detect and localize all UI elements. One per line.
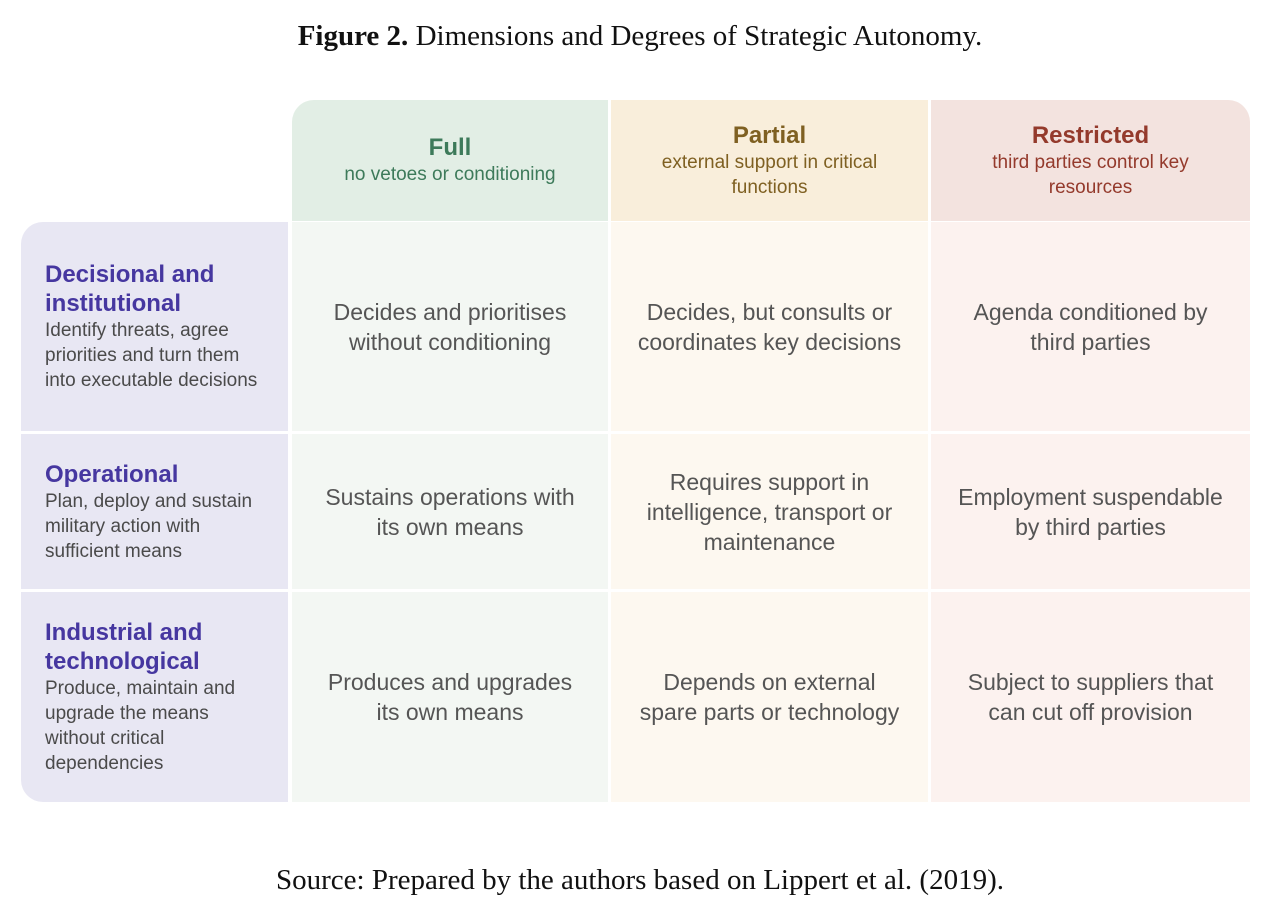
column-subtitle: no vetoes or conditioning <box>344 164 556 185</box>
row-title: Industrial and technological <box>45 619 203 675</box>
column-header-partial: Partial external support in critical fun… <box>611 100 928 221</box>
column-subtitle: third parties control key resources <box>992 151 1189 198</box>
column-title: Full <box>428 134 472 161</box>
cell-industrial-restricted: Subject to suppliers that can cut off pr… <box>931 592 1250 802</box>
cell-decisional-full: Decides and prioritises without conditio… <box>292 222 608 431</box>
cell-operational-full: Sustains operations with its own means <box>292 434 608 589</box>
cell-decisional-partial: Decides, but consults or coordinates key… <box>611 222 928 431</box>
cell-operational-partial: Requires support in intelligence, transp… <box>611 434 928 589</box>
row-header-decisional: Decisional and institutional Identify th… <box>21 222 288 431</box>
row-title: Decisional and institutional <box>45 261 215 317</box>
row-header-operational: Operational Plan, deploy and sustain mil… <box>21 434 288 589</box>
column-title: Restricted <box>1031 121 1150 149</box>
row-header-industrial: Industrial and technological Produce, ma… <box>21 592 288 802</box>
row-title: Operational <box>45 460 179 488</box>
column-subtitle: external support in critical functions <box>661 151 878 198</box>
row-subtitle: Plan, deploy and sustain military action… <box>45 490 253 562</box>
cell-industrial-partial: Depends on external spare parts or techn… <box>611 592 928 802</box>
cell-industrial-full: Produces and upgrades its own means <box>292 592 608 802</box>
source-note: Source: Prepared by the authors based on… <box>275 864 1004 896</box>
column-title: Partial <box>732 121 807 149</box>
figure-title: Dimensions and Degrees of Strategic Auto… <box>408 20 983 52</box>
column-header-restricted: Restricted third parties control key res… <box>931 100 1250 221</box>
cell-operational-restricted: Employment suspendable by third parties <box>931 434 1250 589</box>
row-subtitle: Identify threats, agree priorities and t… <box>45 320 258 391</box>
figure-caption: Figure 2. Dimensions and Degrees of Stra… <box>0 20 1280 53</box>
column-header-full: Full no vetoes or conditioning <box>292 100 608 221</box>
row-subtitle: Produce, maintain and upgrade the means … <box>45 678 236 774</box>
cell-decisional-restricted: Agenda conditioned by third parties <box>931 222 1250 431</box>
figure-label: Figure 2. <box>297 20 409 52</box>
